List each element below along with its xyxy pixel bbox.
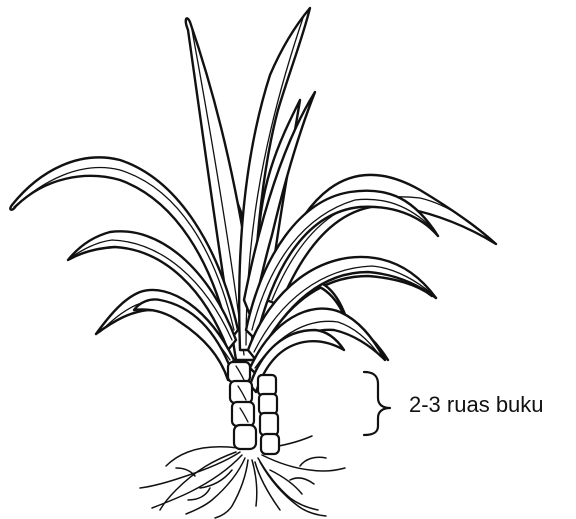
front-leaves	[10, 8, 438, 392]
left-stalk	[228, 362, 256, 449]
node-count-label: 2-3 ruas buku	[409, 392, 544, 418]
node-count-brace	[364, 372, 390, 435]
right-stalk	[258, 375, 279, 454]
